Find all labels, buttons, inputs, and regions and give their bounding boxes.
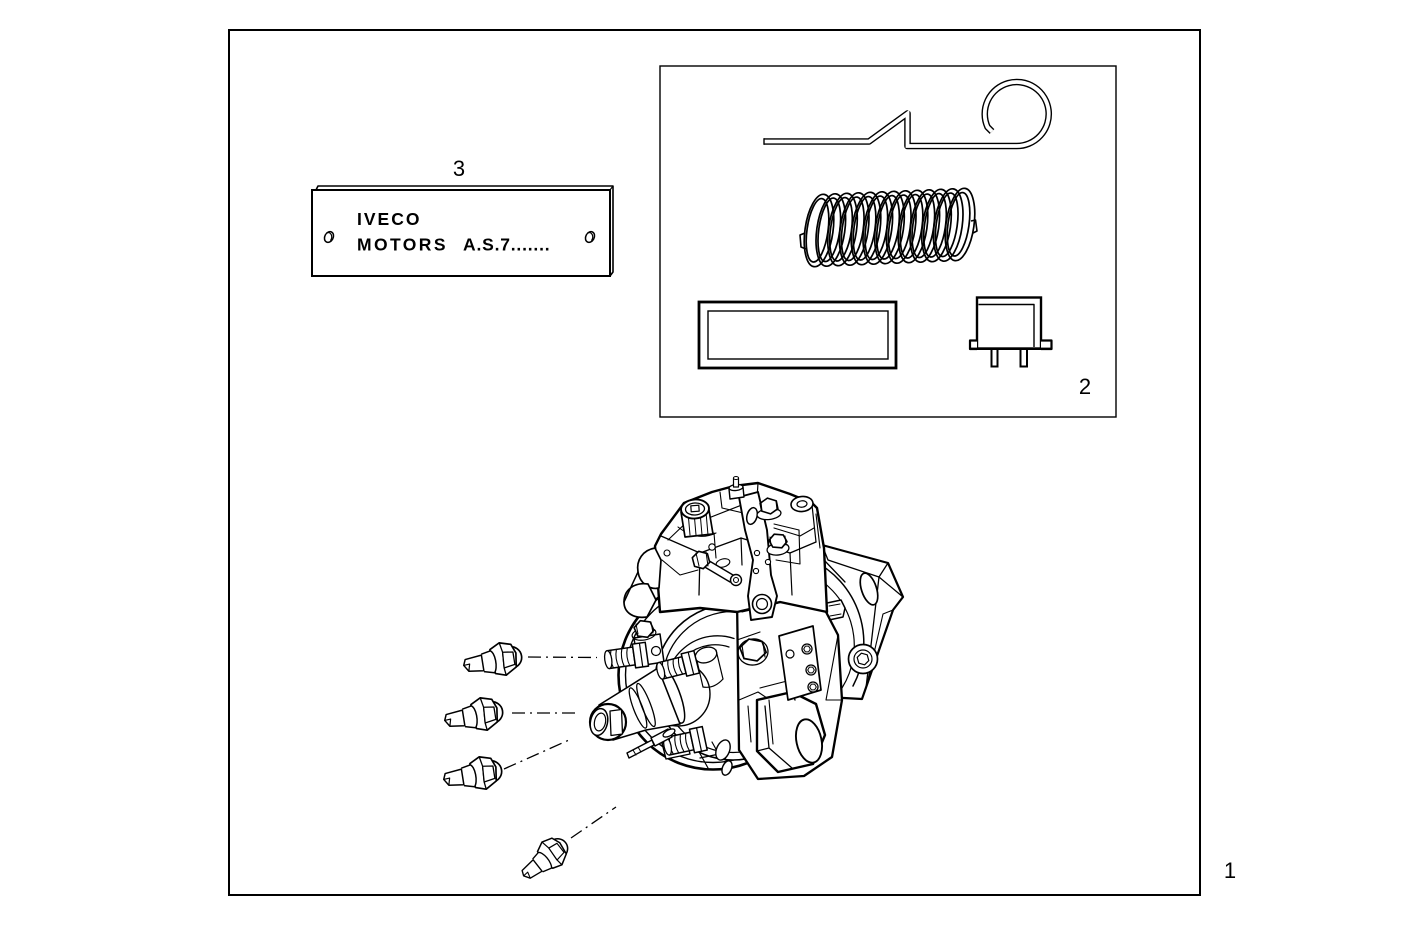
svg-text:3: 3	[453, 156, 465, 181]
svg-text:MOTORS: MOTORS	[357, 235, 448, 255]
svg-text:A.S.7.......: A.S.7.......	[463, 235, 550, 255]
svg-text:2: 2	[1079, 374, 1091, 399]
svg-text:IVECO: IVECO	[357, 209, 421, 229]
svg-text:1: 1	[1224, 858, 1236, 883]
